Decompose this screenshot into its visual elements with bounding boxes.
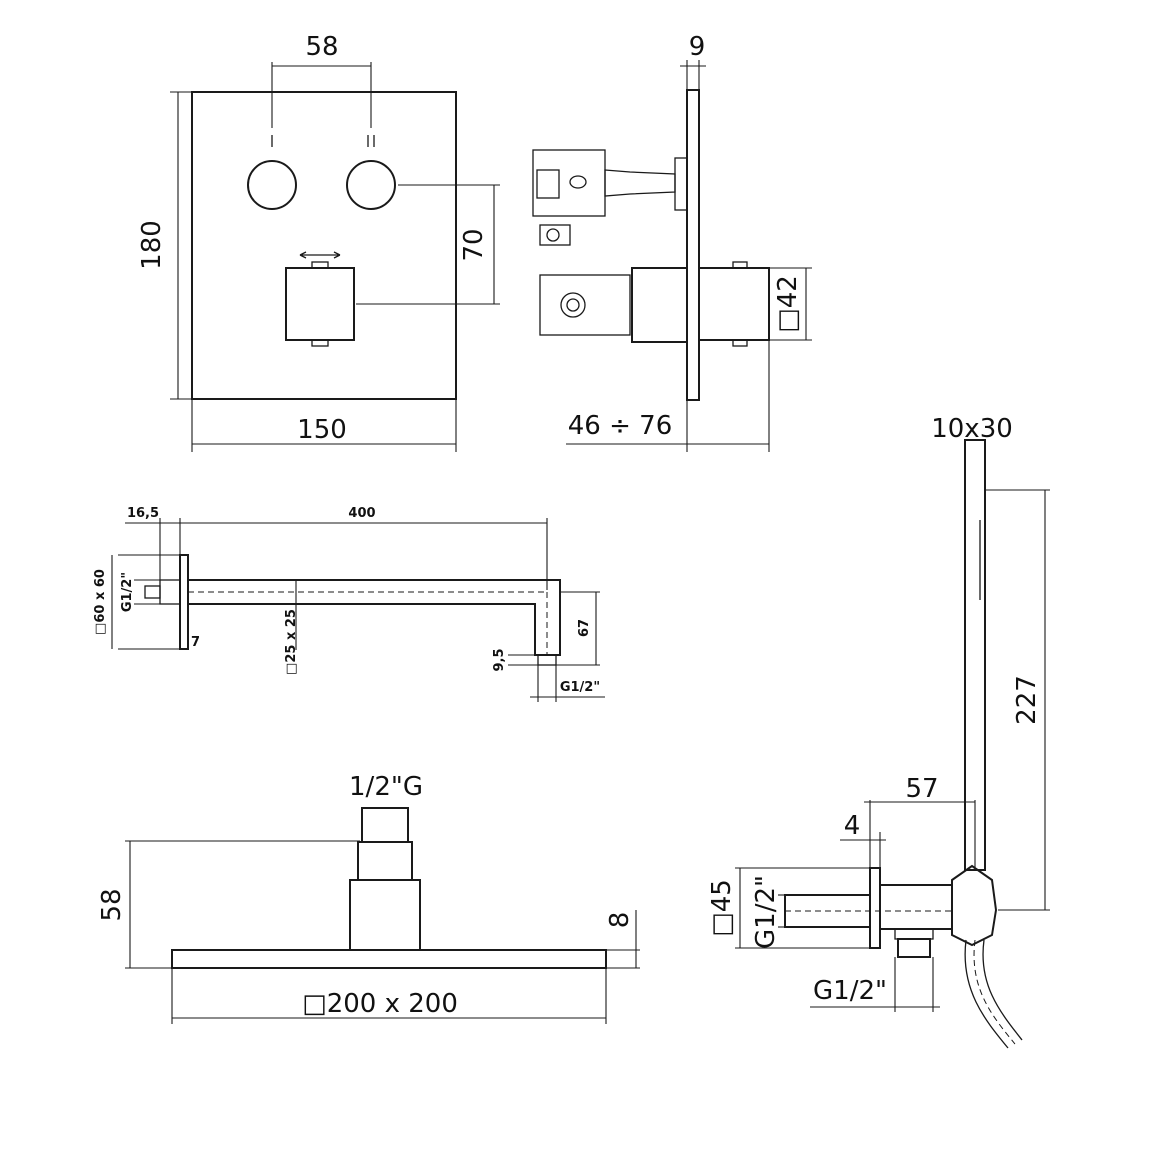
dim-knob-size: □42 <box>773 275 803 333</box>
head-plate <box>171 949 607 969</box>
lower-valve-body <box>539 274 631 336</box>
cartridge-top-tab <box>311 261 329 269</box>
upper-valve-body <box>532 149 606 217</box>
dim-head-connection: 1/2"G <box>349 772 423 802</box>
panel-front-view: 58 180 150 70 <box>137 32 500 452</box>
panel-outline <box>191 91 457 400</box>
dim-button-to-cartridge: 70 <box>459 228 489 261</box>
dim-wall-plate: □45 <box>707 879 737 937</box>
hose-right-edge <box>982 939 1023 1041</box>
upper-stem <box>604 169 676 197</box>
dim-outlet-thread: G1/2" <box>813 976 887 1006</box>
dim-projection: 57 <box>905 774 938 804</box>
valve-side-view: 9 □42 46 ÷ 76 <box>532 32 812 452</box>
dim-arm-offset: 16,5 <box>127 506 159 521</box>
button-1-knob <box>247 160 297 210</box>
dim-arm-length: 400 <box>348 506 375 521</box>
dim-panel-height: 180 <box>137 220 167 270</box>
cartridge-sleeve <box>631 267 688 343</box>
head-connector <box>349 879 421 951</box>
dim-arm-section: □25 x 25 <box>284 609 299 675</box>
dim-head-thickness: 8 <box>605 912 635 929</box>
dim-handle-section: 10x30 <box>931 414 1013 444</box>
dim-panel-width: 150 <box>297 415 347 445</box>
dim-arm-inlet: G1/2" <box>120 572 135 612</box>
dim-head-size: □200 x 200 <box>302 989 458 1019</box>
dim-button-spacing: 58 <box>305 32 338 62</box>
dim-gap: 4 <box>844 811 861 841</box>
dim-handle-length: 227 <box>1012 675 1042 725</box>
dim-depth-range: 46 ÷ 76 <box>568 411 672 441</box>
holder-wall-plate <box>869 867 881 949</box>
holder-head <box>951 864 998 947</box>
shower-head-view: 1/2"G 58 8 □200 x 200 <box>97 772 640 1024</box>
holder-body <box>879 884 953 930</box>
dim-flange-thickness: 7 <box>191 635 200 650</box>
dim-arm-drop: 67 <box>577 619 592 637</box>
mixer-knob-profile <box>698 267 770 341</box>
dim-arm-outlet: G1/2" <box>560 680 600 695</box>
rotation-arrows-icon <box>299 251 341 259</box>
dim-flange-size: □60 x 60 <box>93 569 108 635</box>
cartridge-bottom-tab <box>311 339 329 347</box>
wall-plate-profile <box>686 89 700 401</box>
hand-shower-view: 10x30 227 57 4 □45 G1/2" G1/2" <box>707 414 1050 1049</box>
dim-inlet-thread: G1/2" <box>751 875 781 949</box>
arm-tube <box>188 579 561 656</box>
shower-arm-view: 16,5 400 □60 x 60 G1/2" 7 □25 x 25 67 9,… <box>93 506 605 702</box>
hose-left-edge <box>964 939 1009 1049</box>
dim-outlet-length: 9,5 <box>492 648 507 671</box>
arm-flange <box>179 554 189 650</box>
dim-plate-thickness: 9 <box>689 32 706 62</box>
cartridge-square <box>285 267 355 341</box>
button-2-knob <box>346 160 396 210</box>
dim-head-height: 58 <box>97 888 127 921</box>
